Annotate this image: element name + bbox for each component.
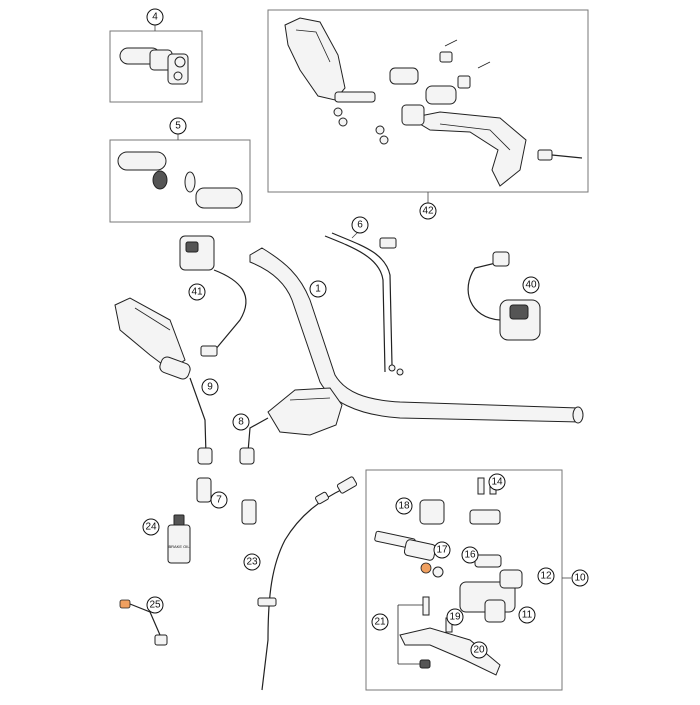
callout-18: 18: [395, 497, 413, 515]
brake-master-10-box: [365, 469, 563, 691]
svg-text:5: 5: [175, 121, 181, 132]
callout-19: 19: [446, 608, 464, 626]
brake-oil-bottle-part: BRAKE OIL: [167, 514, 191, 564]
svg-text:7: 7: [216, 495, 222, 506]
callout-21: 21: [371, 613, 389, 631]
brake-lever-part: [397, 596, 501, 676]
svg-text:20: 20: [473, 645, 485, 656]
callout-11: 11: [518, 606, 536, 624]
callout-41: 41: [188, 283, 206, 301]
svg-text:17: 17: [436, 545, 448, 556]
svg-text:25: 25: [149, 600, 161, 611]
callout-23: 23: [243, 553, 261, 571]
svg-text:42: 42: [422, 206, 434, 217]
svg-text:16: 16: [464, 550, 476, 561]
callout-42: 42: [419, 202, 437, 220]
svg-text:18: 18: [398, 501, 410, 512]
svg-text:24: 24: [145, 522, 157, 533]
callout-25: 25: [146, 596, 164, 614]
bottle-label: BRAKE OIL: [168, 544, 190, 549]
right-switch-part: [467, 251, 541, 341]
grip-set-5-box: [109, 139, 251, 223]
callout-40: 40: [522, 276, 540, 294]
left-handguard-part: [284, 17, 376, 127]
callout-17: 17: [433, 541, 451, 559]
callout-16: 16: [461, 546, 479, 564]
svg-text:21: 21: [374, 617, 386, 628]
callout-7: 7: [210, 491, 228, 509]
callout-24: 24: [142, 518, 160, 536]
svg-text:8: 8: [238, 417, 244, 428]
handguard-clamps-part: [389, 39, 583, 161]
leader-6: [351, 231, 359, 239]
callout-5: 5: [169, 117, 187, 135]
right-handguard-part: [375, 104, 527, 187]
callout-9: 9: [201, 378, 219, 396]
throttle-cable-part: [257, 476, 358, 691]
svg-text:14: 14: [491, 477, 503, 488]
callout-6: 6: [351, 216, 369, 234]
svg-text:9: 9: [207, 382, 213, 393]
svg-text:10: 10: [574, 573, 586, 584]
right-mirror-part: [239, 387, 343, 465]
clutch-cables-part: [324, 232, 404, 376]
svg-text:6: 6: [357, 220, 363, 231]
svg-text:19: 19: [449, 612, 461, 623]
callout-1: 1: [309, 280, 327, 298]
left-switch-part: [179, 235, 247, 357]
callout-14: 14: [488, 473, 506, 491]
svg-text:4: 4: [152, 12, 158, 23]
throttle-grip-part: [119, 47, 189, 85]
svg-text:41: 41: [191, 287, 203, 298]
mirror-adapters-part: [196, 477, 257, 525]
svg-text:11: 11: [522, 610, 533, 621]
svg-text:1: 1: [315, 284, 321, 295]
handlebar-grips-part: [117, 151, 243, 209]
svg-text:12: 12: [540, 571, 552, 582]
handlebar-part: [249, 247, 584, 424]
callout-4: 4: [146, 8, 164, 26]
svg-text:23: 23: [246, 557, 258, 568]
callout-8: 8: [232, 413, 250, 431]
callout-12: 12: [537, 567, 555, 585]
grip-set-4-box: [109, 30, 203, 103]
brake-piston-part: [374, 530, 444, 578]
callout-10: 10: [571, 569, 589, 587]
svg-text:40: 40: [525, 280, 537, 291]
callout-20: 20: [470, 641, 488, 659]
sensor-cable-part: [119, 599, 168, 646]
left-mirror-part: [114, 297, 213, 465]
brake-master-cylinder-part: [419, 477, 523, 623]
